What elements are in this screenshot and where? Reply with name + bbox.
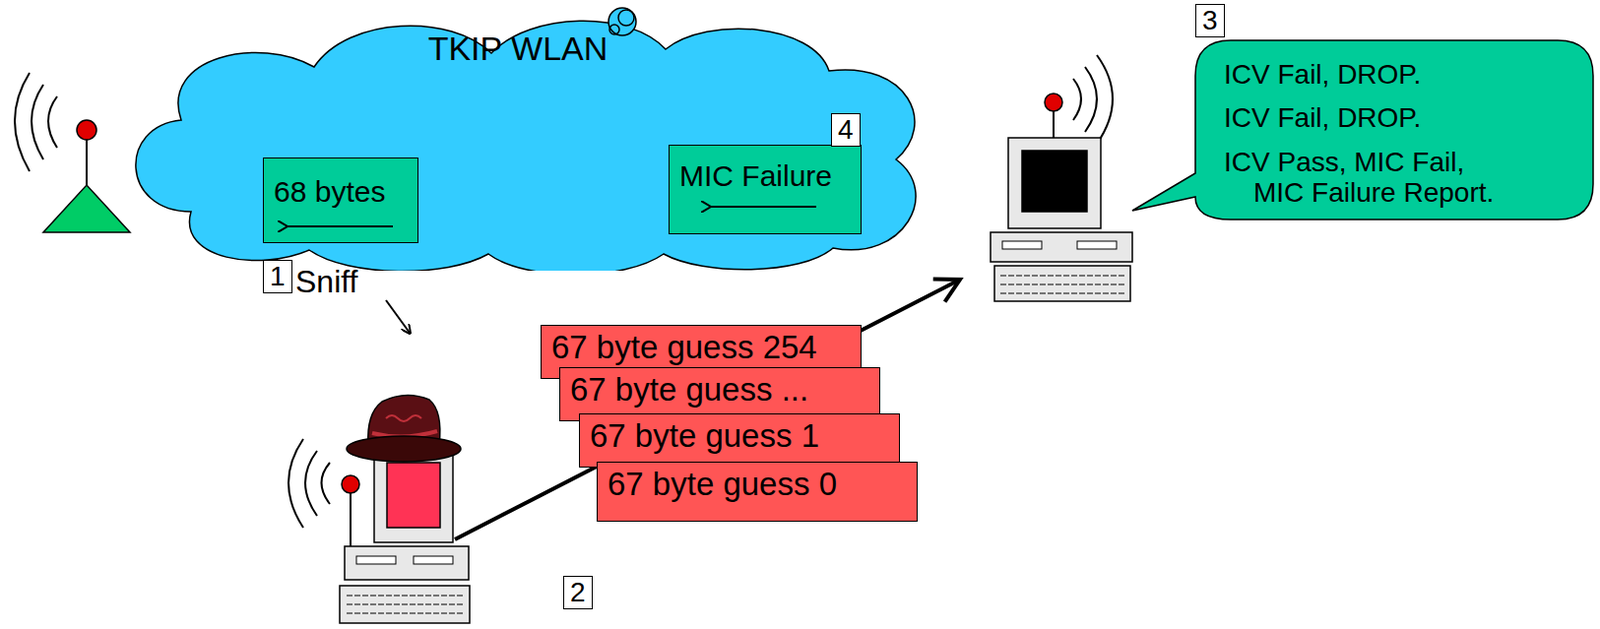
- callout-number: 4: [831, 113, 861, 147]
- attacker-computer: [288, 394, 470, 624]
- guess-packet: 67 byte guess 0: [596, 461, 918, 522]
- callout-number: 3: [1195, 3, 1225, 38]
- packet-box: 68 bytes: [262, 157, 419, 244]
- packet-label: MIC Failure: [679, 159, 832, 192]
- callout-number: 1: [262, 259, 293, 294]
- network-title: TKIP WLAN: [112, 29, 924, 68]
- victim-computer: [990, 55, 1133, 302]
- speech-bubble: [1132, 40, 1594, 220]
- packet-box: MIC Failure: [668, 144, 862, 235]
- callout-number: 2: [563, 576, 593, 610]
- packet-label: 67 byte guess 254: [551, 329, 818, 366]
- packet-label: 67 byte guess ...: [570, 372, 809, 408]
- status-line: ICV Pass, MIC Fail, MIC Failure Report.: [1223, 146, 1510, 209]
- status-line: ICV Fail, DROP.: [1223, 102, 1510, 133]
- step-label: Sniff: [295, 263, 358, 301]
- network-cloud: TKIP WLAN 68 bytes MIC Failure: [112, 9, 924, 271]
- status-line: ICV Fail, DROP.: [1223, 59, 1510, 90]
- packet-label: 67 byte guess 1: [589, 418, 820, 454]
- speech-bubble-text: ICV Fail, DROP. ICV Fail, DROP. ICV Pass, …: [1195, 40, 1594, 220]
- packet-label: 67 byte guess 0: [607, 466, 837, 503]
- attack-arrow: [454, 279, 960, 540]
- guess-packet: 67 byte guess 1: [578, 413, 900, 468]
- access-point: [14, 72, 130, 233]
- sniff-arrow: [385, 300, 410, 333]
- packet-label: 68 bytes: [273, 175, 385, 208]
